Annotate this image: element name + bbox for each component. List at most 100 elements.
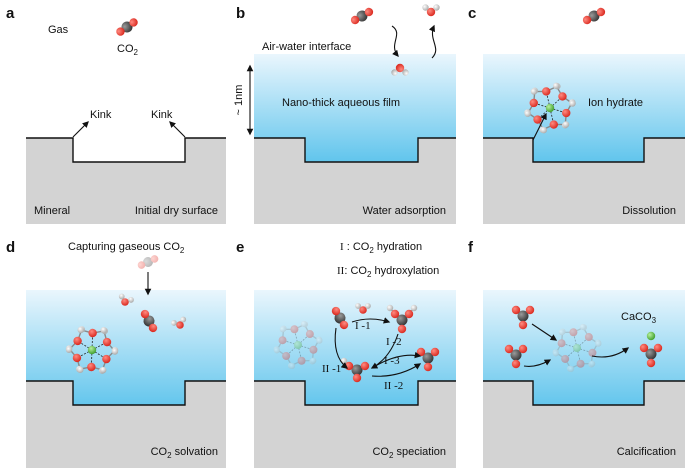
oxygen-atom xyxy=(359,306,367,314)
co2-label: CO2 xyxy=(117,43,139,57)
hydrogen-atom xyxy=(180,316,187,323)
calcium-atom xyxy=(545,103,555,113)
oxygen-atom xyxy=(305,330,314,339)
calcium-atom xyxy=(646,331,656,341)
thickness-label: ~ 1nm xyxy=(233,85,245,116)
oxygen-atom xyxy=(278,336,287,345)
oxygen-atom xyxy=(397,324,407,334)
caption-d: CO2 solvation xyxy=(151,446,218,460)
carbon-atom xyxy=(422,352,434,364)
oxygen-atom xyxy=(88,328,97,338)
caption-b: Water adsorption xyxy=(363,205,446,217)
mineral-label: Mineral xyxy=(34,205,70,217)
carbon-atom xyxy=(517,310,529,322)
legend-hydration: I : CO2 hydration xyxy=(340,241,422,255)
oxygen-atom xyxy=(588,348,597,357)
oxygen-atom xyxy=(290,325,299,334)
hydrogen-atom xyxy=(289,362,296,370)
ion-hydrate-cluster xyxy=(65,326,119,374)
hydrogen-atom xyxy=(355,303,361,309)
calcium-atom xyxy=(294,341,302,349)
oxygen-atom xyxy=(309,345,318,354)
hydrogen-atom xyxy=(562,121,570,128)
caption-f: Calcification xyxy=(617,446,676,458)
water-molecule xyxy=(355,303,371,314)
water-molecule xyxy=(171,316,187,329)
step-i1-label: I -1 xyxy=(355,320,371,332)
hydrogen-atom xyxy=(553,82,560,90)
ion-hydrate-label: Ion hydrate xyxy=(588,97,643,109)
mineral-surface xyxy=(483,380,685,406)
step-i3-label: I -3 xyxy=(384,355,400,367)
carbon-atom xyxy=(143,257,153,267)
hydrogen-atom xyxy=(402,69,409,76)
adsorption-arrow xyxy=(391,25,399,58)
hydrogen-atom xyxy=(391,69,398,76)
oxygen-atom xyxy=(102,354,111,364)
carbon-atom xyxy=(356,10,368,22)
panel-letter-e: e xyxy=(236,239,244,256)
panel-b: b Air-water interface Nano-thick aqueous… xyxy=(233,4,456,224)
oxygen-atom xyxy=(504,344,514,354)
panel-c: c Ion hydrate Dissolution xyxy=(468,5,685,224)
mineral-block xyxy=(483,381,685,468)
caption-a: Initial dry surface xyxy=(135,205,218,217)
oxygen-atom xyxy=(102,337,112,347)
calcium-atom xyxy=(573,344,581,352)
carbon-atom xyxy=(351,364,363,376)
hydrogen-atom xyxy=(77,366,84,373)
oxygen-atom xyxy=(653,343,663,353)
oxygen-atom xyxy=(116,27,125,36)
calcium-atom xyxy=(87,345,97,355)
mineral-surface xyxy=(26,380,226,406)
panel-letter-f: f xyxy=(468,239,474,256)
oxygen-atom xyxy=(426,7,436,17)
hydrogen-atom xyxy=(300,320,307,328)
oxygen-atom xyxy=(423,362,433,372)
hydrogen-atom xyxy=(310,357,317,364)
oxygen-atom xyxy=(73,336,82,346)
oxygen-atom xyxy=(518,320,528,330)
carbon-atom xyxy=(588,10,600,22)
mineral-block xyxy=(483,138,685,224)
step-i1-arrow xyxy=(351,317,391,324)
gas-label: Gas xyxy=(48,24,69,36)
hydrogen-atom xyxy=(100,366,107,374)
co2-molecule xyxy=(582,7,606,25)
oxygen-atom xyxy=(350,15,360,25)
mineral-surface xyxy=(254,380,456,406)
carbonate-molecule xyxy=(511,305,535,330)
hydrogen-atom xyxy=(569,100,576,107)
oxygen-atom xyxy=(582,15,592,25)
film-label: Nano-thick aqueous film xyxy=(282,97,400,109)
hydrogen-atom xyxy=(128,297,134,303)
oxygen-atom xyxy=(558,92,567,101)
ion-hydrate-cluster-faded xyxy=(552,323,602,373)
hydrogen-atom xyxy=(422,4,429,11)
co2-molecule xyxy=(140,309,158,333)
kink-right-label: Kink xyxy=(151,109,173,121)
co2-molecule xyxy=(350,7,374,25)
interface-label: Air-water interface xyxy=(262,41,351,53)
oxygen-atom xyxy=(511,305,521,315)
hydrogen-atom xyxy=(589,360,596,367)
step-i3-arrow xyxy=(371,351,422,369)
oxygen-atom xyxy=(525,305,535,315)
oxygen-atom xyxy=(140,309,150,319)
hydrogen-atom xyxy=(365,303,371,309)
carbon-atom xyxy=(121,21,133,33)
hydrogen-atom xyxy=(279,326,286,333)
oxygen-atom xyxy=(72,353,82,363)
caption-e: CO2 speciation xyxy=(372,446,446,460)
panel-e: e I : CO2 hydration II: CO2 hydroxylatio… xyxy=(236,239,456,468)
oxygen-atom xyxy=(129,18,138,27)
oxygen-atom xyxy=(596,7,606,17)
hydrogen-atom xyxy=(558,329,565,336)
oxygen-atom xyxy=(282,351,291,360)
carbonate-molecule xyxy=(504,344,528,369)
panel-letter-d: d xyxy=(6,239,15,256)
product-label: CaCO3 xyxy=(621,311,657,325)
dissolution-arrow xyxy=(532,112,547,141)
legend-hydroxylation: II: CO2 hydroxylation xyxy=(337,265,439,279)
